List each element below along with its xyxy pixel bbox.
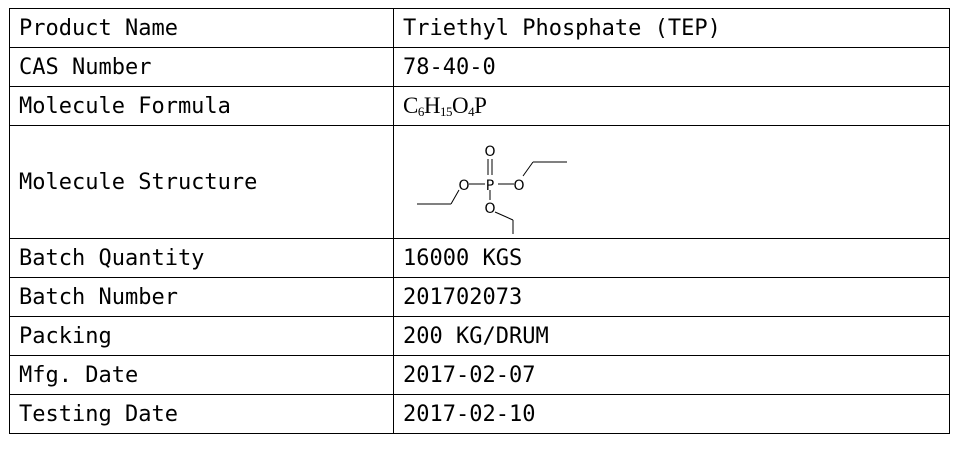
label-molecule-structure: Molecule Structure [9, 125, 394, 239]
atom-o-right: O [513, 178, 524, 194]
label-cas-number: CAS Number [9, 47, 394, 87]
product-spec-table: Product Name Triethyl Phosphate (TEP) CA… [9, 8, 950, 434]
label-batch-quantity: Batch Quantity [9, 238, 394, 278]
triethyl-phosphate-structure-icon: O O P O O [417, 144, 567, 234]
row-packing: Packing 200 KG/DRUM [9, 316, 950, 356]
row-cas-number: CAS Number 78-40-0 [9, 47, 950, 87]
row-mfg-date: Mfg. Date 2017-02-07 [9, 355, 950, 395]
row-molecule-formula: Molecule Formula C6H15O4P [9, 86, 950, 126]
formula-o-count: 4 [468, 103, 475, 119]
value-batch-number: 201702073 [393, 277, 950, 317]
label-molecule-formula: Molecule Formula [9, 86, 394, 126]
value-testing-date: 2017-02-10 [393, 394, 950, 434]
formula-h: H [423, 92, 441, 118]
formula-c: C [403, 92, 418, 118]
value-molecule-structure: O O P O O [393, 125, 950, 239]
label-mfg-date: Mfg. Date [9, 355, 394, 395]
formula-c-count: 6 [417, 103, 425, 119]
label-batch-number: Batch Number [9, 277, 394, 317]
formula-h-count: 15 [439, 103, 453, 119]
label-testing-date: Testing Date [9, 394, 394, 434]
label-product-name: Product Name [9, 8, 394, 48]
row-batch-quantity: Batch Quantity 16000 KGS [9, 238, 950, 278]
row-testing-date: Testing Date 2017-02-10 [9, 394, 950, 434]
formula-p: P [474, 92, 487, 118]
atom-o-top: O [484, 144, 495, 160]
atom-o-bottom: O [484, 201, 495, 217]
row-batch-number: Batch Number 201702073 [9, 277, 950, 317]
atom-o-left: O [458, 178, 469, 194]
value-molecule-formula: C6H15O4P [393, 86, 950, 126]
value-packing: 200 KG/DRUM [393, 316, 950, 356]
row-product-name: Product Name Triethyl Phosphate (TEP) [9, 8, 950, 48]
value-product-name: Triethyl Phosphate (TEP) [393, 8, 950, 48]
atom-p: P [486, 178, 494, 194]
value-mfg-date: 2017-02-07 [393, 355, 950, 395]
value-cas-number: 78-40-0 [393, 47, 950, 87]
value-batch-quantity: 16000 KGS [393, 238, 950, 278]
row-molecule-structure: Molecule Structure [9, 125, 950, 239]
formula-o: O [451, 92, 469, 118]
label-packing: Packing [9, 316, 394, 356]
